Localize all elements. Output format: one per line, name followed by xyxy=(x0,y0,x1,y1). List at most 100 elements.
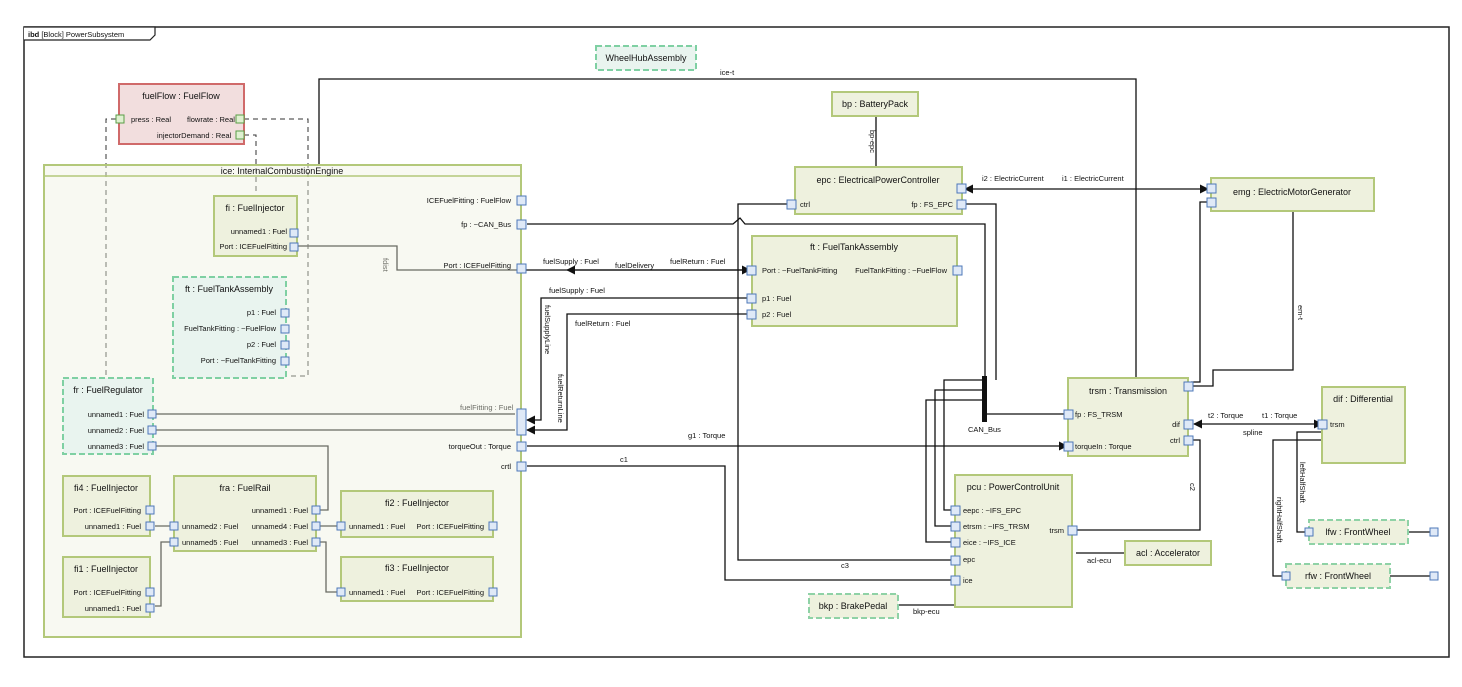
epc-title: epc : ElectricalPowerController xyxy=(816,175,939,185)
ft-port: Port : ~FuelTankFitting xyxy=(762,266,837,275)
ice-title: ice: InternalCombustionEngine xyxy=(221,166,344,176)
block-dif[interactable]: dif : Differential trsm xyxy=(1317,386,1406,464)
label-spline: spline xyxy=(1243,428,1263,437)
label-bp-epc: bp-epc xyxy=(868,130,877,153)
fr-u2: unnamed2 : Fuel xyxy=(88,426,145,435)
block-trsm[interactable]: trsm : Transmission fp : FS_TRSM torqueI… xyxy=(1063,377,1194,457)
ft-inner-port: Port : ~FuelTankFitting xyxy=(201,356,276,365)
block-bkp[interactable]: bkp : BrakePedal xyxy=(808,593,899,619)
connector-emg-trsm xyxy=(1191,201,1211,383)
label-t2: t2 : Torque xyxy=(1208,411,1243,420)
connector-fuelsupplyline xyxy=(526,297,750,425)
ice-port-torque: torqueOut : Torque xyxy=(449,442,511,451)
frame-kind: ibd [Block] PowerSubsystem xyxy=(28,30,124,39)
fra-u2: unnamed2 : Fuel xyxy=(182,522,239,531)
block-fi2[interactable]: fi2 : FuelInjector unnamed1 : Fuel Port … xyxy=(336,490,498,538)
label-ice-fuelfitting: fuelFitting : Fuel xyxy=(460,403,514,412)
pcu-trsm: trsm xyxy=(1049,526,1064,535)
binding-flowrate xyxy=(244,118,309,377)
connector-fr-u3 xyxy=(155,445,329,511)
block-fra[interactable]: fra : FuelRail unnamed1 : Fuel unnamed2 … xyxy=(169,475,321,552)
label-c1: c1 xyxy=(620,455,628,464)
port-ice-crtl xyxy=(516,461,527,472)
block-ft[interactable]: ft : FuelTankAssembly Port : ~FuelTankFi… xyxy=(746,235,963,327)
ft-fitting: FuelTankFitting : ~FuelFlow xyxy=(855,266,947,275)
pcu-eepc: eepc : ~IFS_EPC xyxy=(963,506,1022,515)
trsm-title: trsm : Transmission xyxy=(1089,386,1167,396)
ice-port-crtl: crtl xyxy=(501,462,511,471)
fi1-title: fi1 : FuelInjector xyxy=(74,564,138,574)
block-emg[interactable]: emg : ElectricMotorGenerator xyxy=(1206,177,1375,212)
label-fuelsupply-top: fuelSupply : Fuel xyxy=(543,257,599,266)
emg-title: emg : ElectricMotorGenerator xyxy=(1233,187,1351,197)
port-injectordemand xyxy=(235,130,245,140)
label-t1: t1 : Torque xyxy=(1262,411,1297,420)
port-ice-torque xyxy=(516,441,527,452)
connector-fuelreturnline xyxy=(526,313,750,435)
pcu-epc: epc xyxy=(963,555,975,564)
label-fuelreturn2: fuelReturn : Fuel xyxy=(575,319,631,328)
fra-u1: unnamed1 : Fuel xyxy=(252,506,309,515)
trsm-ctrl: ctrl xyxy=(1170,436,1180,445)
block-fi4[interactable]: fi4 : FuelInjector Port : ICEFuelFitting… xyxy=(62,475,155,537)
lfw-title: lfw : FrontWheel xyxy=(1325,527,1390,537)
dif-title: dif : Differential xyxy=(1333,394,1393,404)
block-fi1[interactable]: fi1 : FuelInjector Port : ICEFuelFitting… xyxy=(62,556,155,618)
fi2-u1: unnamed1 : Fuel xyxy=(349,522,406,531)
ft-title: ft : FuelTankAssembly xyxy=(810,242,899,252)
block-rfw[interactable]: rfw : FrontWheel xyxy=(1281,563,1439,589)
label-lefthalfshaft: leftHalfShaft xyxy=(1298,462,1307,504)
connector-c1 xyxy=(527,465,951,581)
binding-injectordemand xyxy=(244,134,257,196)
fra-title: fra : FuelRail xyxy=(219,483,270,493)
label-em-t: em-t xyxy=(1296,305,1305,321)
label-fuelsupply2: fuelSupply : Fuel xyxy=(549,286,605,295)
block-fr[interactable]: fr : FuelRegulator unnamed1 : Fuel unnam… xyxy=(62,377,157,455)
trsm-fp: fp : FS_TRSM xyxy=(1075,410,1123,419)
block-fi[interactable]: fi : FuelInjector unnamed1 : Fuel Port :… xyxy=(213,195,299,257)
label-fdist: fdist xyxy=(381,258,390,273)
label-i1: i1 : ElectricCurrent xyxy=(1062,174,1125,183)
connector-em-t xyxy=(1191,212,1294,387)
block-ft-inner[interactable]: ft : FuelTankAssembly p1 : Fuel FuelTank… xyxy=(172,276,290,379)
frame-kind-label: ibd xyxy=(28,30,40,39)
port-ice-port xyxy=(516,263,527,274)
block-acl[interactable]: acl : Accelerator xyxy=(1124,540,1212,566)
fi2-title: fi2 : FuelInjector xyxy=(385,498,449,508)
pcu-title: pcu : PowerControlUnit xyxy=(967,482,1060,492)
connectors: ice-t bp-epc i2 : ElectricCurrent i1 : E… xyxy=(105,68,1432,616)
dif-trsm: trsm xyxy=(1330,420,1345,429)
fuelflow-press: press : Real xyxy=(131,115,171,124)
rfw-title: rfw : FrontWheel xyxy=(1305,571,1371,581)
block-fuelflow[interactable]: fuelFlow : FuelFlow press : Real flowrat… xyxy=(115,83,245,145)
label-c3: c3 xyxy=(841,561,849,570)
acl-title: acl : Accelerator xyxy=(1136,548,1200,558)
block-epc[interactable]: epc : ElectricalPowerController ctrl fp … xyxy=(786,166,967,215)
connector-can-eice xyxy=(925,399,982,543)
port-flowrate xyxy=(235,114,245,124)
port-ice-fuelfitting xyxy=(516,408,527,436)
epc-ctrl: ctrl xyxy=(800,200,810,209)
label-can-bus: CAN_Bus xyxy=(968,425,1001,434)
bkp-title: bkp : BrakePedal xyxy=(819,601,888,611)
connector-can-eepc xyxy=(943,379,982,511)
connector-can-etrsm xyxy=(934,389,982,527)
block-lfw[interactable]: lfw : FrontWheel xyxy=(1304,519,1439,545)
block-wheelhubassembly[interactable]: WheelHubAssembly xyxy=(595,45,697,71)
fi-unnamed1: unnamed1 : Fuel xyxy=(231,227,288,236)
block-pcu[interactable]: pcu : PowerControlUnit eepc : ~IFS_EPC e… xyxy=(950,474,1078,608)
fi1-u1: unnamed1 : Fuel xyxy=(85,604,142,613)
ft-inner-title: ft : FuelTankAssembly xyxy=(185,284,274,294)
connector-ice-can xyxy=(527,217,986,380)
label-ice-t: ice-t xyxy=(720,68,735,77)
label-fuelreturn-top: fuelReturn : Fuel xyxy=(670,257,726,266)
connector-righthalfshaft xyxy=(1272,439,1322,577)
fi-title: fi : FuelInjector xyxy=(225,203,284,213)
block-fi3[interactable]: fi3 : FuelInjector unnamed1 : Fuel Port … xyxy=(336,556,498,602)
fr-title: fr : FuelRegulator xyxy=(73,385,143,395)
ft-p1: p1 : Fuel xyxy=(762,294,792,303)
diagram-frame xyxy=(23,26,1450,658)
block-bp[interactable]: bp : BatteryPack xyxy=(831,91,919,117)
fi3-title: fi3 : FuelInjector xyxy=(385,563,449,573)
